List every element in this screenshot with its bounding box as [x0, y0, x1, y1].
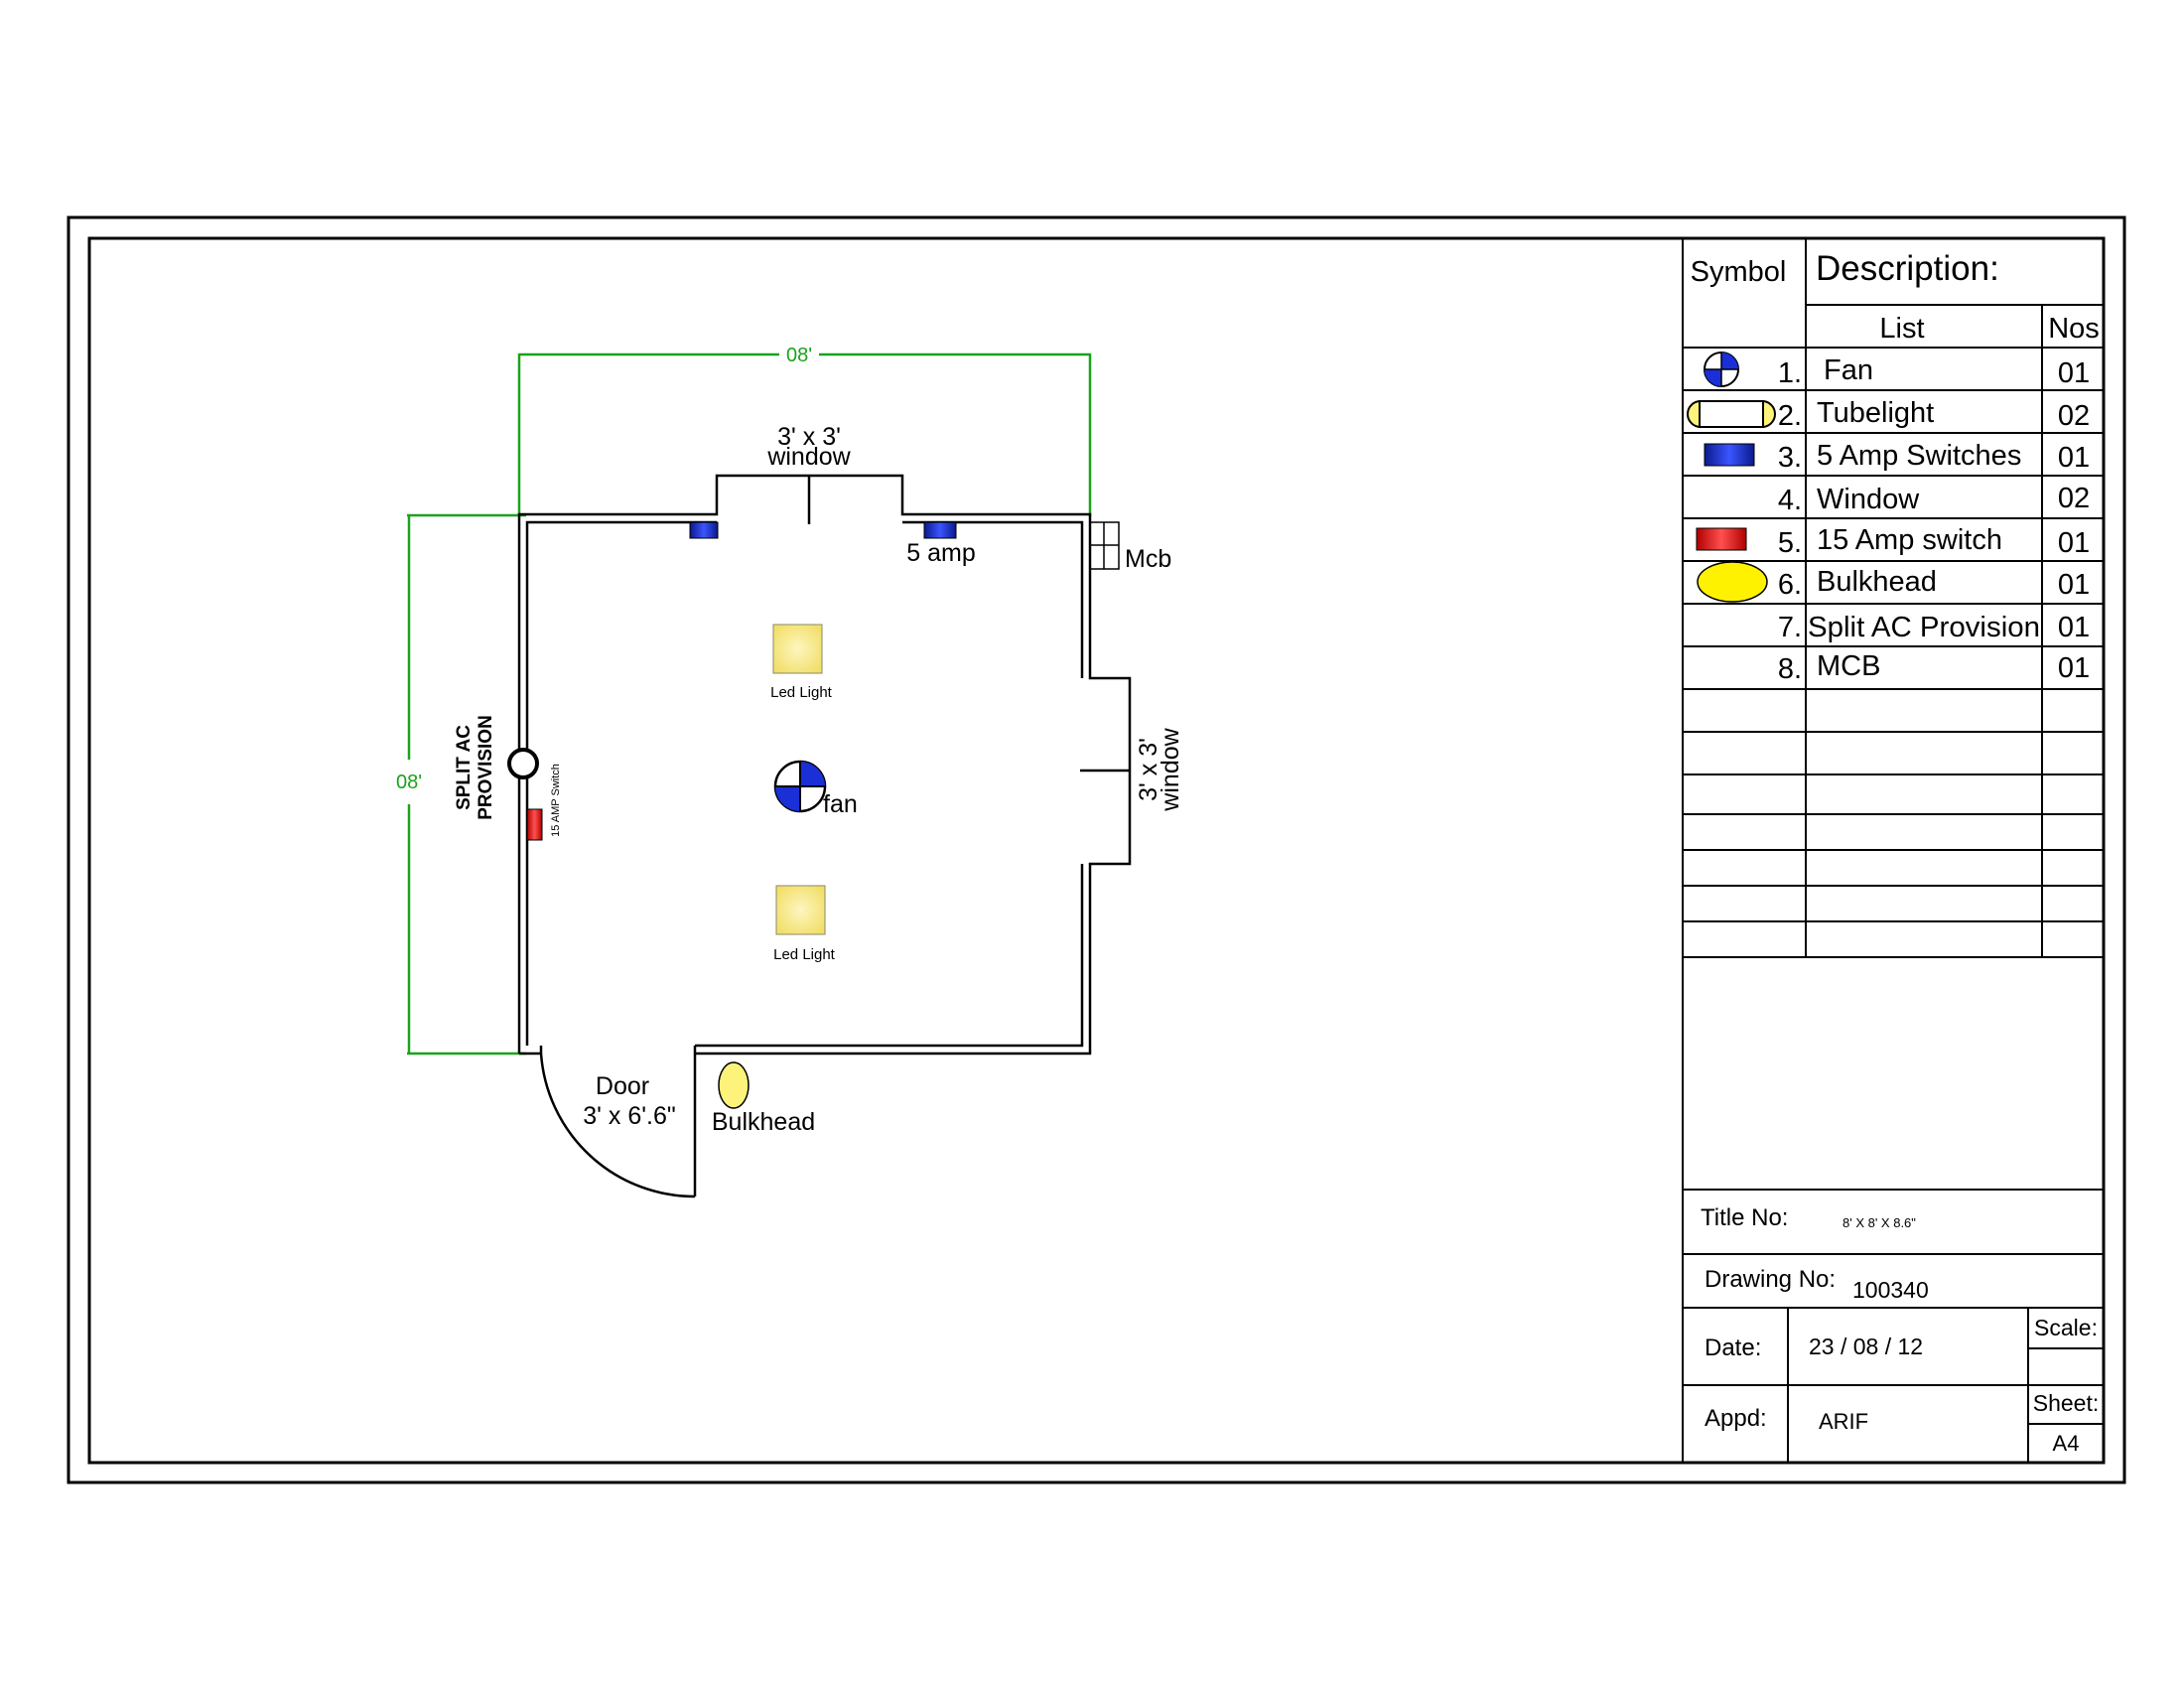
legend-row: 7. Split AC Provision 01 [1778, 612, 2090, 643]
led-light-icon [775, 885, 826, 935]
bulkhead-label: Bulkhead [712, 1108, 815, 1136]
dimension-top [517, 352, 1092, 516]
legend-row: 2. Tubelight 02 [1687, 397, 2090, 432]
legend-item-name: MCB [1817, 650, 1880, 682]
split-ac-icon [507, 748, 539, 779]
dimension-top-label: 08' [786, 345, 812, 366]
legend-item-number: 5. [1778, 527, 1802, 559]
dimension-left-label: 08' [396, 772, 422, 793]
dimension-left [407, 513, 526, 1055]
fan-label: fan [823, 790, 858, 818]
bulkhead-icon [718, 1061, 750, 1109]
mcb-icon [1089, 521, 1120, 570]
15-amp-switch-icon [526, 808, 543, 841]
led-light-label-2: Led Light [773, 946, 836, 963]
legend-item-number: 3. [1778, 442, 1802, 474]
date-label: Date: [1705, 1335, 1761, 1361]
door-size-label: 3' x 6'.6" [583, 1102, 675, 1130]
15-amp-switch-icon [1696, 527, 1747, 551]
legend-item-name: Split AC Provision [1808, 612, 2040, 643]
legend-item-name: 15 Amp switch [1817, 524, 2002, 556]
legend-description-header: Description: [1816, 249, 1999, 288]
window-right-label: window [1157, 727, 1184, 811]
switch-15amp-label: 15 AMP Switch [550, 764, 562, 837]
title-no-value: 8' X 8' X 8.6" [1843, 1215, 1916, 1230]
door-swing-arc [539, 1053, 696, 1198]
legend-item-number: 6. [1778, 569, 1802, 601]
legend-item-number: 1. [1778, 357, 1802, 389]
switch-5amp-label: 5 amp [906, 539, 975, 567]
legend-item-name: Window [1817, 484, 1920, 515]
legend-list-header: List [1879, 313, 1924, 345]
legend-item-name: Bulkhead [1817, 566, 1937, 598]
legend-item-nos: 01 [2058, 357, 2090, 389]
5-amp-switch-icon [923, 521, 957, 539]
led-light-icon [772, 624, 823, 674]
drawing-no-value: 100340 [1852, 1277, 1929, 1303]
led-light-label-1: Led Light [770, 684, 833, 701]
room-walls [517, 474, 1132, 1198]
legend-item-name: Tubelight [1817, 397, 1934, 429]
legend-row: 4. Window 02 [1778, 483, 2090, 516]
sheet-label: Sheet: [2033, 1390, 2100, 1416]
legend-nos-header: Nos [2048, 313, 2100, 345]
legend-row: 5. 15 Amp switch 01 [1696, 524, 2090, 559]
legend-item-number: 2. [1778, 400, 1802, 432]
door-label: Door [596, 1072, 649, 1100]
legend-item-nos: 02 [2058, 483, 2090, 514]
legend-item-nos: 01 [2058, 612, 2090, 643]
bulkhead-icon [1697, 561, 1768, 603]
window-top-label-size: 3' x 3' [777, 423, 841, 451]
legend-item-nos: 01 [2058, 652, 2090, 684]
legend-row: 6. Bulkhead 01 [1697, 561, 2090, 603]
legend-item-number: 4. [1778, 485, 1802, 516]
window-top-label: window [766, 443, 851, 471]
legend-row: 1. Fan 01 [1704, 352, 2090, 389]
floor-plan: 08' 08' 3' x 3' window [396, 345, 1184, 1198]
date-value: 23 / 08 / 12 [1809, 1334, 1923, 1359]
legend-item-name: 5 Amp Switches [1817, 440, 2021, 472]
legend-row: 3. 5 Amp Switches 01 [1704, 440, 2090, 474]
drawing-no-label: Drawing No: [1705, 1266, 1836, 1293]
legend-table [1682, 238, 2104, 1463]
5-amp-switch-icon [1704, 443, 1755, 467]
fan-icon [1704, 352, 1739, 387]
scale-label: Scale: [2034, 1315, 2098, 1340]
outer-border [67, 215, 2126, 1484]
legend-item-nos: 01 [2058, 442, 2090, 474]
legend-item-number: 7. [1778, 612, 1802, 643]
legend-item-number: 8. [1778, 653, 1802, 685]
legend-item-nos: 02 [2058, 400, 2090, 432]
appd-label: Appd: [1705, 1405, 1767, 1432]
5-amp-switch-icon [689, 521, 719, 539]
legend-item-nos: 01 [2058, 527, 2090, 559]
legend-row: 8. MCB 01 [1778, 650, 2090, 685]
mcb-label: Mcb [1125, 545, 1171, 573]
legend-symbol-header: Symbol [1691, 256, 1787, 288]
legend-item-name: Fan [1824, 354, 1873, 386]
tubelight-icon [1687, 400, 1776, 428]
split-ac-label-1: SPLIT AC [454, 725, 475, 810]
appd-value: ARIF [1819, 1409, 1868, 1434]
legend-item-nos: 01 [2058, 569, 2090, 601]
window-right-label-size: 3' x 3' [1135, 738, 1162, 801]
fan-icon [773, 760, 827, 813]
sheet-value: A4 [2053, 1431, 2080, 1456]
split-ac-label-2: PROVISION [476, 715, 496, 820]
title-no-label: Title No: [1701, 1204, 1788, 1231]
